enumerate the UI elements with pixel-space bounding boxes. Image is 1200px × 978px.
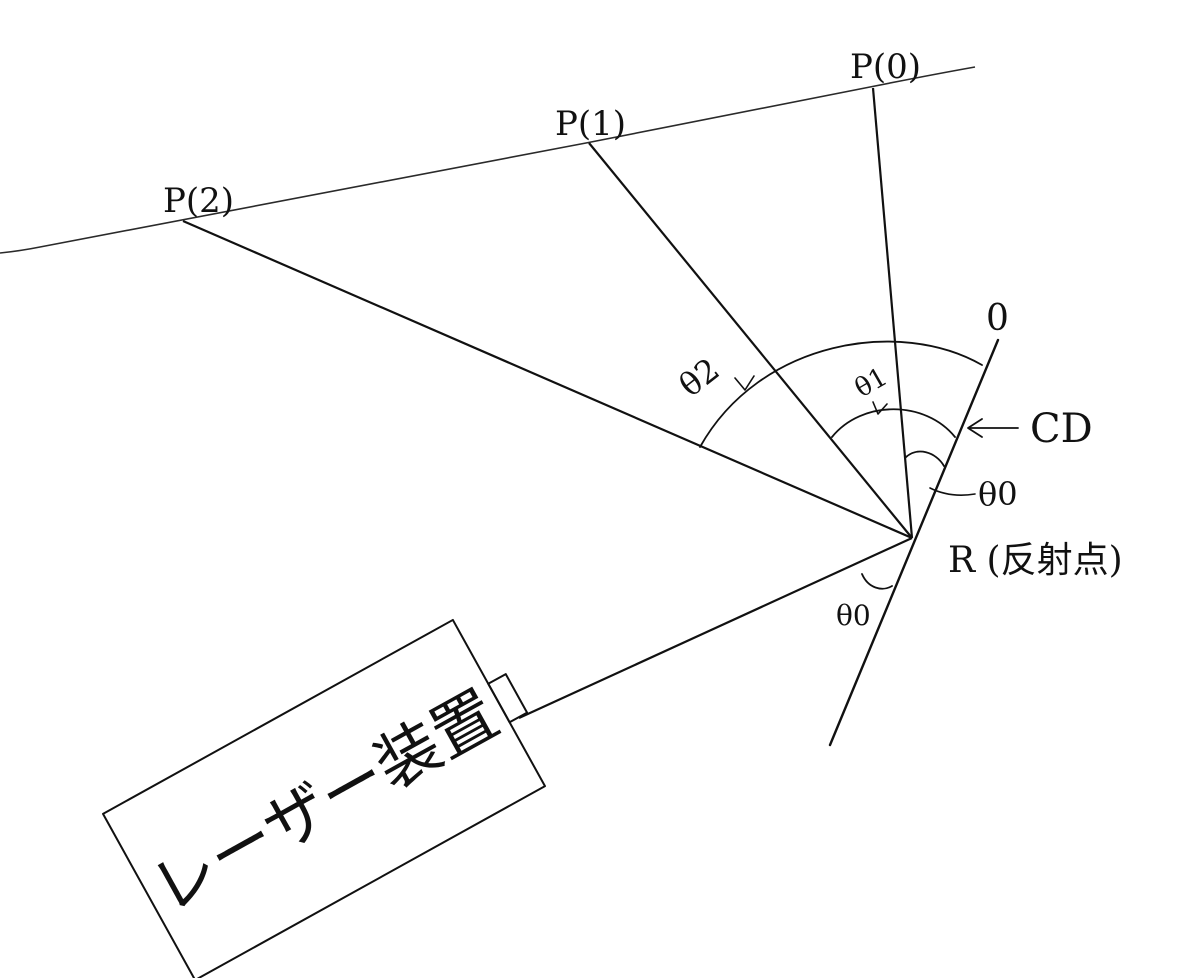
- label-p0: P(0): [850, 47, 921, 87]
- ray-to-p1: [588, 142, 913, 539]
- incident-beam: [518, 536, 913, 720]
- ray-to-p2: [182, 219, 913, 540]
- label-p2: P(2): [163, 181, 234, 221]
- label-theta0-upper: θ0: [978, 475, 1018, 513]
- theta2-tick: [734, 375, 755, 391]
- arc-theta1: [831, 408, 956, 438]
- arc-theta0-upper: [904, 450, 945, 467]
- laser-device: レーザー装置: [102, 618, 546, 978]
- theta1-tick: [872, 401, 888, 415]
- label-cd: CD: [1030, 406, 1093, 452]
- ray-to-p0: [871, 87, 914, 539]
- label-theta1: θ1: [850, 362, 893, 404]
- label-theta2: θ2: [672, 350, 727, 404]
- label-zero: 0: [986, 298, 1009, 339]
- arc-theta2: [699, 340, 983, 448]
- label-reflection-point: R (反射点): [948, 540, 1123, 581]
- label-theta0-lower: θ0: [836, 599, 871, 632]
- arc-theta0-lower: [861, 573, 893, 590]
- screen-line: [0, 66, 976, 254]
- label-p1: P(1): [555, 104, 626, 144]
- cd-arrow-head: [967, 418, 983, 438]
- cd-surface-line: [828, 338, 1000, 747]
- theta0-upper-leader: [929, 487, 976, 496]
- laser-device-label: レーザー装置: [140, 677, 511, 927]
- laser-device-nozzle: [487, 673, 529, 724]
